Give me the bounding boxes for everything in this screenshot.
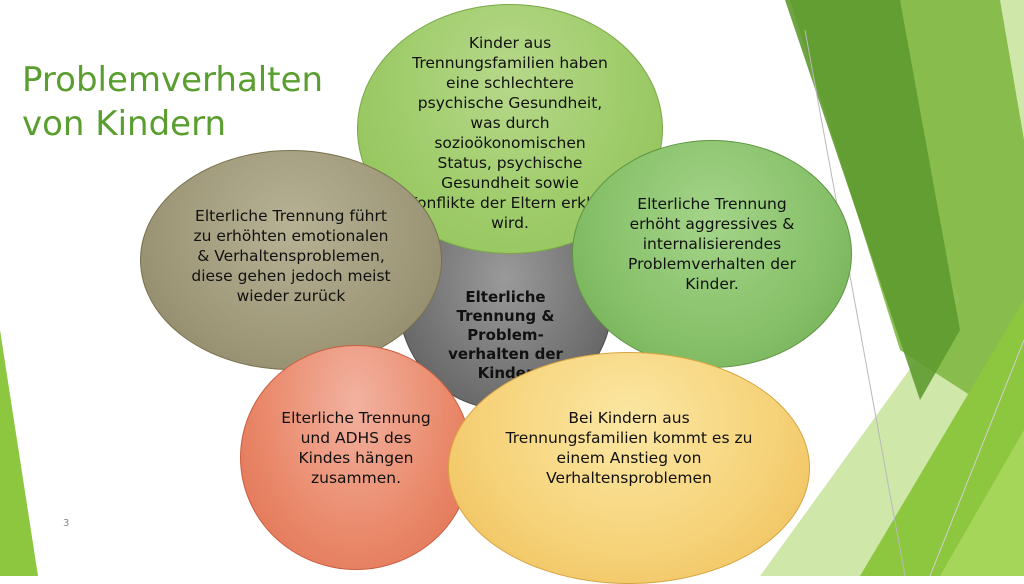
right-ellipse: Elterliche Trennung erhöht aggressives &… — [572, 140, 852, 368]
left-ellipse: Elterliche Trennung führt zu erhöhten em… — [140, 150, 442, 370]
bottom-right-ellipse: Bei Kindern aus Trennungsfamilien kommt … — [448, 352, 810, 584]
bottom-left-label: Elterliche Trennung und ADHS des Kindes … — [281, 408, 431, 487]
left-label: Elterliche Trennung führt zu erhöhten em… — [191, 207, 391, 305]
slide-number: 3 — [63, 518, 70, 529]
right-label: Elterliche Trennung erhöht aggressives &… — [628, 195, 796, 293]
bottom-left-ellipse: Elterliche Trennung und ADHS des Kindes … — [240, 345, 472, 570]
slide-title: Problemverhalten von Kindern — [22, 60, 324, 144]
thin-line-2 — [929, 339, 1024, 576]
top-label: Kinder aus Trennungsfamilien haben eine … — [407, 34, 613, 232]
right-dark-facet — [785, 0, 960, 400]
left-green-facet — [0, 330, 38, 576]
right-lime-facet — [940, 430, 1024, 576]
bottom-right-label: Bei Kindern aus Trennungsfamilien kommt … — [505, 409, 753, 487]
thin-line-1 — [804, 29, 906, 576]
